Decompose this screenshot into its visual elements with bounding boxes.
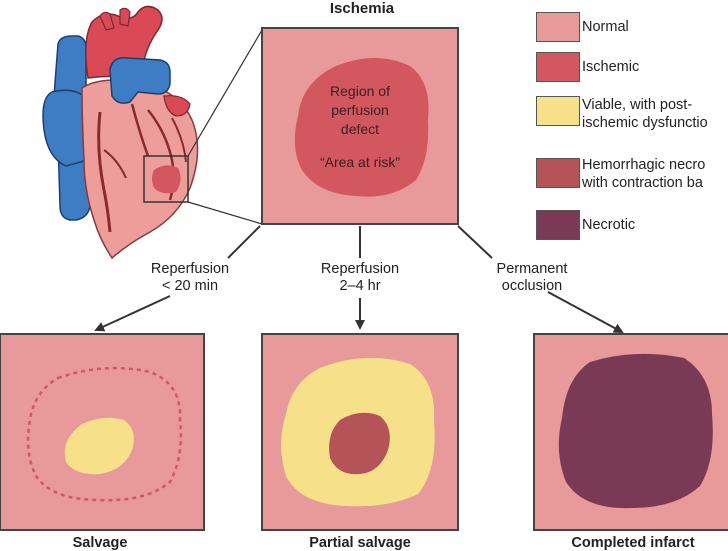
right-atrium [42, 89, 89, 167]
diagram-title: Ischemia [329, 0, 395, 17]
legend-label-normal: Normal [582, 19, 629, 35]
coronary-branch-4 [171, 117, 187, 163]
aortic-branch [99, 11, 115, 31]
coronary-branch-3 [103, 149, 127, 179]
left-atrium [163, 95, 191, 117]
pulmonary-artery [109, 57, 171, 104]
arrow-left-upper [227, 225, 261, 259]
legend-label-viable-line1: Viable, with post- [582, 97, 693, 113]
center-label-line3: defect [340, 121, 380, 137]
coronary-artery [97, 111, 112, 233]
step1-line1: Reperfusion [150, 261, 230, 277]
heart-illustration [42, 5, 199, 260]
legend-label-viable-line2: ischemic dysfunctio [582, 115, 708, 131]
coronary-branch-1 [130, 103, 150, 157]
connector-top [187, 29, 263, 157]
aortic-branch-2 [119, 7, 131, 27]
arrow-left-lower [94, 295, 171, 332]
heart-ischemic-spot [152, 165, 181, 194]
center-label-line1: Region of [330, 83, 390, 99]
step2-line1: Reperfusion [320, 261, 400, 277]
legend-swatch-normal [536, 12, 580, 42]
center-label-line2: perfusion [331, 102, 389, 118]
legend-label-hemorrhagic-line1: Hemorrhagic necro [582, 157, 706, 173]
center-box-label: Region of perfusion defect “Area at risk… [300, 82, 420, 172]
step2-line2: 2–4 hr [339, 278, 381, 294]
partial-hemorrhagic-area [329, 412, 390, 475]
caption-completed-infarct: Completed infarct [571, 535, 695, 551]
necrotic-area [558, 353, 713, 509]
step3-line1: Permanent [496, 261, 568, 277]
caption-partial-salvage: Partial salvage [309, 535, 411, 551]
step-label-permanent-occlusion: Permanent occlusion [472, 261, 592, 295]
legend-swatch-ischemic [536, 52, 580, 82]
legend-label-hemorrhagic-line2: with contraction ba [582, 175, 703, 191]
legend-label-ischemic: Ischemic [582, 59, 640, 75]
center-label-line4: “Area at risk” [319, 154, 401, 170]
legend-swatch-necrotic [536, 210, 580, 240]
arrow-right-lower [547, 291, 624, 333]
step3-line2: occlusion [501, 278, 563, 294]
legend-swatch-viable [536, 96, 580, 126]
legend-swatch-hemorrhagic [536, 158, 580, 188]
perfusion-defect-region [294, 58, 429, 197]
step-label-reperfusion-long: Reperfusion 2–4 hr [300, 261, 420, 295]
step-label-reperfusion-short: Reperfusion < 20 min [130, 261, 250, 295]
legend-label-necrotic: Necrotic [582, 217, 636, 233]
heart-inset-box [143, 155, 189, 203]
step1-line2: < 20 min [161, 278, 219, 294]
arrow-right-upper [457, 225, 493, 259]
connector-bottom [187, 201, 263, 225]
salvage-viable-area [64, 417, 134, 475]
caption-salvage: Salvage [72, 535, 128, 551]
